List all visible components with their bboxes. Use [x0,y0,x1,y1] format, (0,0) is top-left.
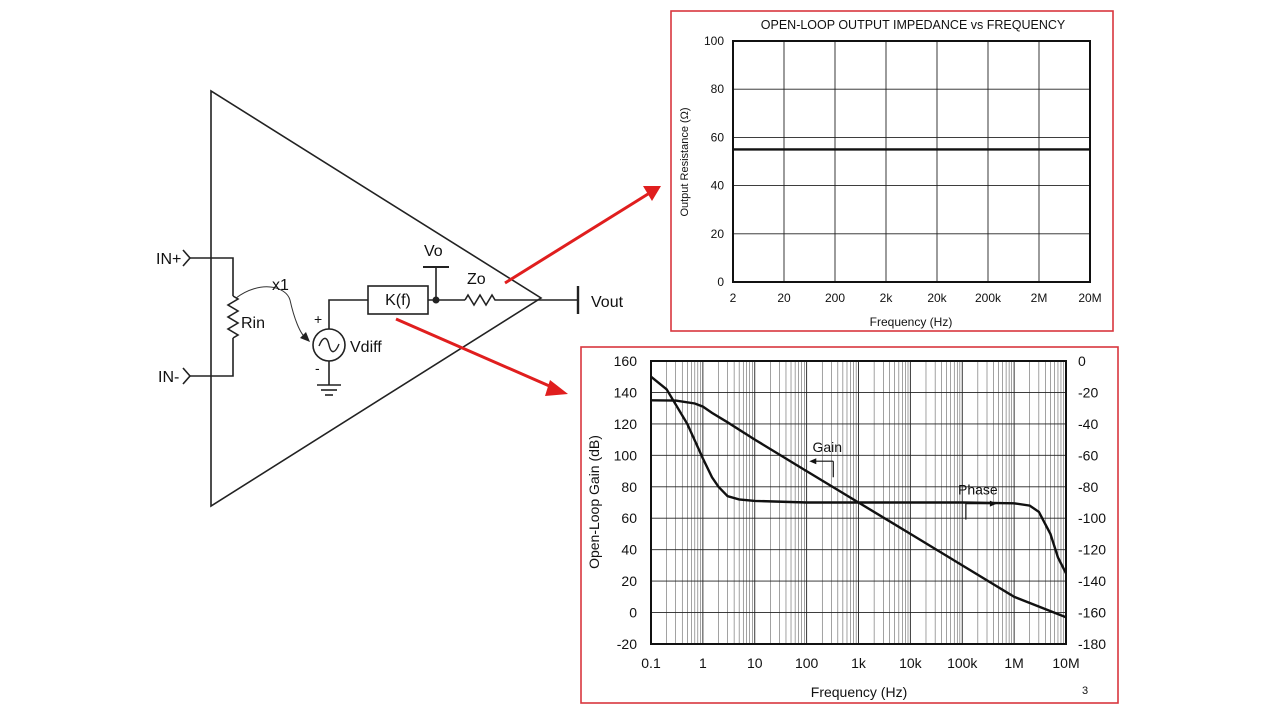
output-impedance-x-axis-label: Frequency (Hz) [870,315,953,329]
phase-y-tick-label: -40 [1078,416,1098,432]
phase-y-tick-label: -20 [1078,384,1098,400]
open-loop-gain-x-tick-label: 100 [795,655,819,671]
gain-pointer-arrow [813,460,834,478]
vout-label: Vout [591,294,624,311]
rin-label: Rin [241,315,265,332]
gain-pointer-arrowhead [809,458,817,465]
output-impedance-x-tick-label: 200 [825,291,845,305]
open-loop-gain-x-tick-label: 10 [747,655,763,671]
output-impedance-x-tick-label: 20k [927,291,947,305]
open-loop-gain-y-tick-label: 60 [621,510,637,526]
open-loop-gain-x-tick-label: 1 [699,655,707,671]
ground-icon [317,384,341,396]
open-loop-gain-plot-frame [650,360,1067,645]
output-impedance-plot-frame [732,40,1091,283]
output-impedance-x-tick-label: 2M [1031,291,1048,305]
open-loop-gain-y-tick-label: 120 [614,416,638,432]
open-loop-gain-y-tick-label: 0 [629,605,637,621]
vdiff-top-wire [328,299,368,329]
output-impedance-chart-title: OPEN-LOOP OUTPUT IMPEDANCE vs FREQUENCY [761,18,1066,32]
vdiff-minus-sign: - [315,360,320,376]
x1-arrowhead [300,332,310,342]
op-amp-triangle [210,89,543,508]
phase-y-tick-label: -100 [1078,510,1106,526]
open-loop-gain-x-tick-label: 1M [1004,655,1023,671]
output-impedance-y-tick-label: 80 [711,82,725,96]
open-loop-gain-y-tick-label: 140 [614,384,638,400]
output-impedance-x-tick-label: 20 [777,291,791,305]
output-impedance-x-tick-label: 2 [730,291,737,305]
output-impedance-x-tick-label: 20M [1078,291,1101,305]
input-pos-chevron [182,249,192,267]
output-impedance-y-tick-label: 0 [717,275,724,289]
rin-wire-top [190,257,234,296]
output-impedance-x-tick-label: 200k [975,291,1002,305]
open-loop-gain-x-axis-label: Frequency (Hz) [811,684,907,700]
x1-sense-curve [235,286,307,339]
open-loop-gain-y-tick-label: 40 [621,542,637,558]
phase-y-tick-label: -60 [1078,447,1098,463]
phase-y-tick-label: -180 [1078,636,1106,652]
phase-y-tick-label: -80 [1078,479,1098,495]
phase-pointer-arrowhead [989,500,997,507]
x1-label: x1 [272,277,289,294]
open-loop-gain-chart: 0.1 1 10 100 1k 10k 100k 1M 10M -20 0 20 40 60 80 100 1… [580,346,1119,704]
phase-y-tick-label: 0 [1078,353,1086,369]
kf-callout-arrow [395,317,568,396]
output-impedance-x-tick-label: 2k [880,291,894,305]
phase-pointer-arrow [965,503,992,520]
sine-icon [318,337,340,353]
phase-y-tick-label: -120 [1078,542,1106,558]
output-impedance-y-tick-label: 40 [711,179,725,193]
vdiff-plus-sign: + [314,311,322,327]
open-loop-gain-y-axis-label: Open-Loop Gain (dB) [586,435,602,569]
output-impedance-y-tick-label: 20 [711,227,725,241]
open-loop-gain-x-tick-label: 10M [1052,655,1079,671]
rin-wire-bottom [190,338,234,377]
op-amp-model-schematic: IN+ IN- Rin x1 + - Vdiff K(f) Vo [156,89,624,508]
zo-label: Zo [467,271,486,288]
gain-annotation-label: Gain [812,439,842,455]
input-neg-chevron [182,367,192,385]
output-impedance-y-axis-label: Output Resistance (Ω) [679,107,691,216]
open-loop-gain-y-tick-label: 160 [614,353,638,369]
input-neg-label: IN- [158,369,179,386]
open-loop-gain-y-tick-label: 20 [621,573,637,589]
phase-y-tick-label: -140 [1078,573,1106,589]
phase-y-tick-label: -160 [1078,605,1106,621]
open-loop-gain-x-tick-label: 100k [947,655,978,671]
page-number: 3 [1082,685,1088,697]
zo-callout-arrow [504,186,661,285]
gain-series-line [650,399,1067,619]
open-loop-gain-y-tick-label: 100 [614,447,638,463]
output-impedance-y-tick-label: 100 [704,34,724,48]
phase-annotation-label: Phase [958,482,998,498]
vdiff-label: Vdiff [350,339,382,356]
vo-label: Vo [424,243,443,260]
open-loop-gain-x-tick-label: 1k [851,655,867,671]
kf-gain-block-label: K(f) [385,292,411,309]
open-loop-gain-y-tick-label: -20 [617,636,637,652]
open-loop-gain-x-tick-label: 10k [899,655,923,671]
open-loop-gain-y-tick-label: 80 [621,479,637,495]
open-loop-gain-x-tick-label: 0.1 [641,655,661,671]
phase-series-line [650,375,1068,574]
zo-resistor [464,293,541,307]
input-pos-label: IN+ [156,251,181,268]
output-impedance-y-tick-label: 60 [711,130,725,144]
output-impedance-chart: OPEN-LOOP OUTPUT IMPEDANCE vs FREQUENCY … [670,10,1114,332]
rin-resistor [226,295,240,339]
